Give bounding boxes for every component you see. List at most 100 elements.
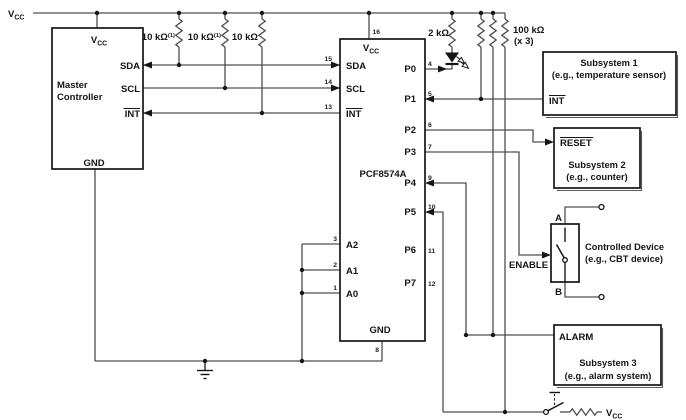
wire-p5-drop xyxy=(433,211,444,412)
subsystem1-box xyxy=(542,51,677,116)
terminal-b-label: B xyxy=(555,287,562,298)
resistor-100k-3 xyxy=(500,18,510,48)
arrow-p0-out xyxy=(438,65,447,73)
master-name-line1: Master xyxy=(57,80,88,91)
expander-pin15: 15 xyxy=(324,56,332,63)
arrowheads xyxy=(143,61,554,259)
expander-pin13: 13 xyxy=(324,104,332,111)
expander-pin2: 2 xyxy=(333,262,337,269)
subsystem3-box xyxy=(553,324,662,386)
expander-part-number: PCF8574A xyxy=(360,169,407,180)
subsystem3-shadow xyxy=(557,328,664,389)
ground-symbol-icon xyxy=(197,361,213,380)
resistor-label-int-pullup: 10 kΩ xyxy=(232,32,258,43)
expander-pin12: 12 xyxy=(428,281,436,288)
resistor-switch-series xyxy=(569,407,598,417)
expander-p4-label: P4 xyxy=(404,178,416,189)
subsystem1-int-label: INT xyxy=(549,96,565,107)
resistor-label-led-series: 2 kΩ xyxy=(428,28,449,39)
subsystem3-title: Subsystem 3 xyxy=(579,358,636,368)
expander-a2-label: A2 xyxy=(346,240,358,251)
expander-p3-label: P3 xyxy=(404,147,416,158)
expander-pin10: 10 xyxy=(428,204,436,211)
resistor-label-sda-pullup: 10 kΩ(1) xyxy=(142,32,175,43)
expander-pin16: 16 xyxy=(373,29,381,36)
resistor-label-100k: 100 kΩ xyxy=(513,25,545,36)
controlled-device-subtitle: (e.g., CBT device) xyxy=(585,254,663,264)
resistor-symbols xyxy=(174,18,598,417)
expander-pin9: 9 xyxy=(428,175,432,182)
subsystem3-subtitle: (e.g., alarm system) xyxy=(565,371,652,381)
expander-pin7: 7 xyxy=(428,144,432,151)
terminal-a-label: A xyxy=(555,213,562,224)
subsystem1-title: Subsystem 1 xyxy=(580,58,637,68)
master-gnd-label: GND xyxy=(83,158,104,169)
subsystem2-shadow xyxy=(557,131,643,192)
wire-p2-to-sub2 xyxy=(425,129,546,143)
terminal-b-contact xyxy=(598,293,605,301)
resistor-100k-2 xyxy=(488,18,498,48)
junction-dots xyxy=(94,10,508,415)
wire-p3-enable xyxy=(425,151,543,256)
expander-pin11: 11 xyxy=(428,248,435,255)
led-triangle xyxy=(445,52,459,63)
led-emission-arrow-2-icon xyxy=(460,61,470,70)
arrow-p4-in xyxy=(425,179,434,187)
subsystem1-subtitle: (e.g., temperature sensor) xyxy=(552,70,666,80)
expander-p2-label: P2 xyxy=(404,125,416,136)
subsystem2-title: Subsystem 2 xyxy=(568,160,625,170)
enable-label: ENABLE xyxy=(509,260,548,271)
expander-pin5: 5 xyxy=(428,91,432,98)
resistor-sda-pullup xyxy=(174,18,184,48)
expander-p6-label: P6 xyxy=(404,245,416,256)
expander-gnd-label: GND xyxy=(369,325,390,336)
expander-p1-label: P1 xyxy=(404,94,416,105)
arrow-p5-in xyxy=(425,208,434,216)
arrow-reset-into-sub2 xyxy=(545,138,554,146)
terminal-a-contact xyxy=(598,203,605,211)
arrow-enable-into-device xyxy=(542,251,551,259)
master-scl-label: SCL xyxy=(121,84,140,95)
vcc-main-label: VCC xyxy=(8,9,24,22)
master-controller-box xyxy=(51,27,144,170)
expander-pin8: 8 xyxy=(375,347,379,354)
expander-pin6: 6 xyxy=(428,122,432,129)
wires xyxy=(33,12,602,413)
led-symbol xyxy=(445,52,470,70)
vcc-bottom-label: VCC xyxy=(606,408,622,420)
wire-p4-to-alarm xyxy=(433,182,467,335)
arrow-sda-into-master xyxy=(143,61,152,69)
expander-a0-label: A0 xyxy=(346,289,358,300)
expander-p7-label: P7 xyxy=(404,278,416,289)
resistor-int-pullup xyxy=(257,18,267,48)
resistor-led-series xyxy=(447,18,457,48)
io-expander-box xyxy=(339,38,426,342)
resistor-label-100k-qty: (x 3) xyxy=(514,36,534,47)
resistor-scl-pullup xyxy=(220,18,230,48)
subsystem2-subtitle: (e.g., counter) xyxy=(566,172,627,182)
expander-scl-label: SCL xyxy=(346,84,365,95)
expander-p5-label: P5 xyxy=(404,207,416,218)
master-vcc-label: VCC xyxy=(91,35,107,48)
controlled-device-title: Controlled Device xyxy=(585,242,664,252)
wire-terminal-b xyxy=(564,282,599,298)
expander-pin1: 1 xyxy=(333,285,337,292)
expander-int-label: INT xyxy=(346,109,362,120)
arrow-scl-into-expander xyxy=(331,84,340,92)
arrow-int-into-master xyxy=(143,109,152,117)
subsystem3-alarm-label: ALARM xyxy=(559,332,593,343)
expander-pin4: 4 xyxy=(428,61,432,68)
wire-terminal-a xyxy=(564,206,599,224)
expander-vcc-label: VCC xyxy=(363,43,379,56)
subsystem2-reset-label: RESET xyxy=(560,138,592,149)
controlled-device-switch-icon xyxy=(555,227,568,282)
expander-pin14: 14 xyxy=(324,79,332,86)
master-sda-label: SDA xyxy=(120,61,140,72)
master-name-line2: Controller xyxy=(57,92,103,103)
resistor-label-scl-pullup: 10 kΩ(1) xyxy=(188,32,221,43)
arrow-sda-into-expander xyxy=(331,61,340,69)
expander-p0-label: P0 xyxy=(404,64,416,75)
subsystem1-shadow xyxy=(546,55,679,119)
